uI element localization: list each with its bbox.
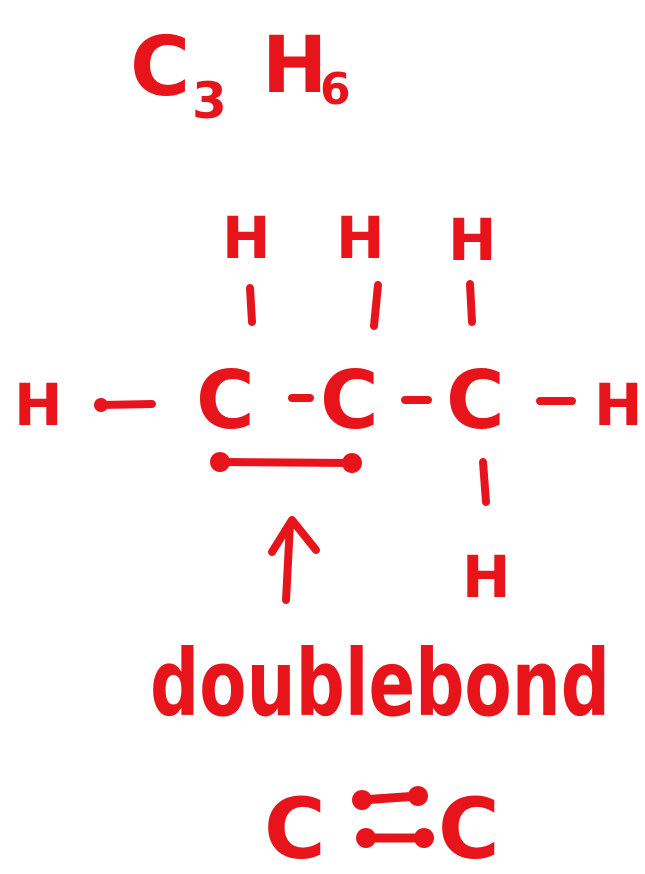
hydrogen-top-1: H: [222, 204, 271, 272]
hydrogen-left: H: [14, 371, 63, 439]
notation-carbon-right: C: [438, 780, 500, 874]
notation-dot-4: [414, 828, 434, 848]
arrow-up-icon: [268, 516, 320, 604]
double-bond-notation: C C: [264, 780, 500, 874]
formula-carbon: C: [130, 20, 190, 115]
hydrogen-top-3: H: [448, 206, 497, 274]
double-bond-label: doublebond: [150, 630, 610, 737]
formula-carbon-subscript: 3: [192, 72, 227, 130]
formula-hydrogen: H: [262, 21, 327, 111]
molecular-formula: C 3 H 6: [130, 20, 351, 130]
carbon-1: C: [196, 354, 255, 447]
bond-vertical-top-3: [466, 280, 476, 326]
notation-carbon-left: C: [264, 780, 326, 874]
double-bond-underline: [216, 458, 356, 467]
hydrogen-top-2: H: [336, 204, 385, 272]
double-bond-dot-right: [342, 453, 362, 473]
bond-left: [97, 400, 156, 409]
formula-hydrogen-subscript: 6: [320, 64, 351, 115]
carbon-3: C: [446, 354, 505, 447]
carbon-2: C: [320, 354, 379, 447]
structural-formula: H H H H C C C H: [14, 204, 643, 611]
hydrogen-bottom: H: [462, 543, 511, 611]
notation-dot-2: [408, 786, 428, 806]
hydrogen-right: H: [594, 371, 643, 439]
bond-vertical-top-2: [370, 281, 382, 330]
bond-vertical-top-1: [246, 284, 256, 326]
bond-vertical-bottom: [479, 458, 490, 506]
